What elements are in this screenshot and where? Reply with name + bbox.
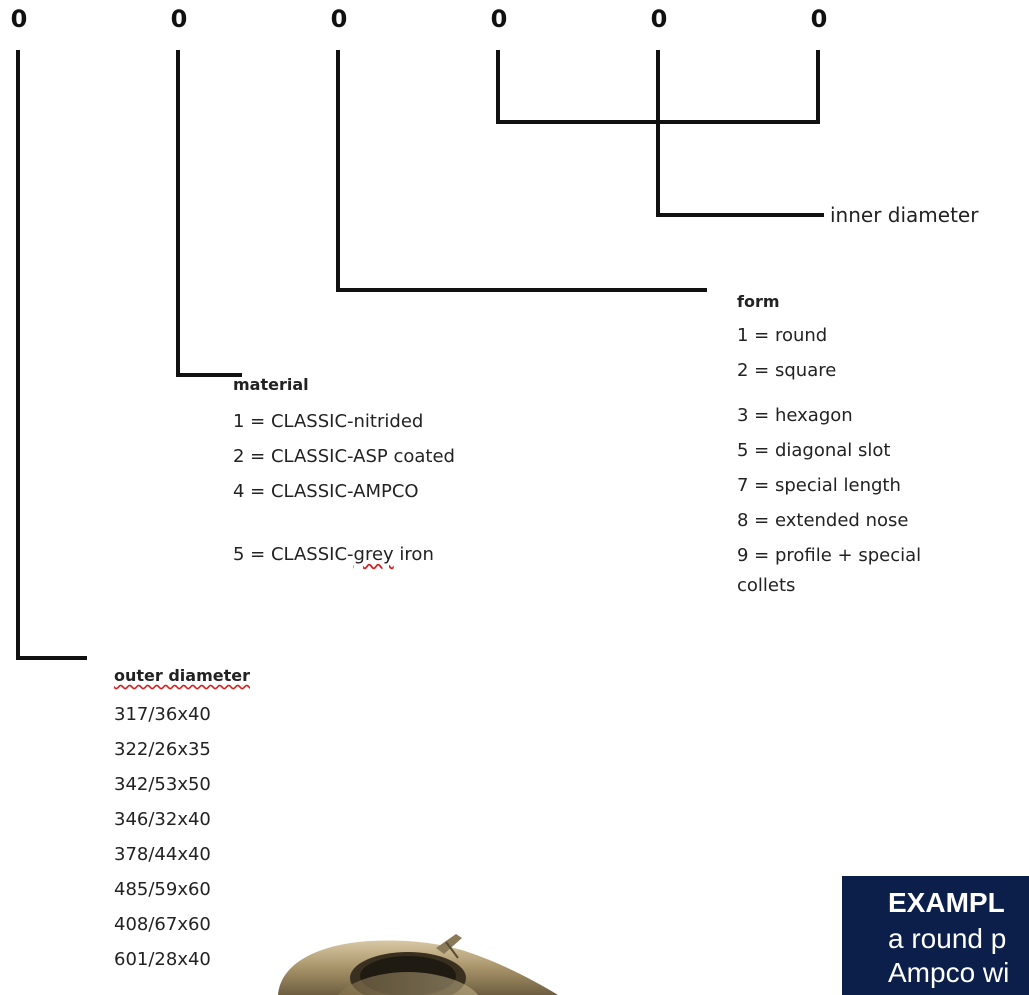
- material-option-prefix: 5 = CLASSIC-: [233, 544, 354, 565]
- form-option: 9 = profile + special: [737, 545, 922, 566]
- connector-inner-diameter: [656, 50, 824, 217]
- outer-diameter-option: 322/26x35: [114, 739, 211, 760]
- form-option: 7 = special length: [737, 475, 901, 496]
- inner-diameter-label: inner diameter: [830, 203, 979, 227]
- material-option-misspelled-word: grey: [353, 544, 394, 565]
- code-digit-3: 0: [330, 5, 348, 33]
- form-label: form: [737, 292, 780, 311]
- connector-outer-diameter: [16, 50, 87, 660]
- outer-diameter-option: 317/36x40: [114, 704, 211, 725]
- outer-diameter-option: 342/53x50: [114, 774, 211, 795]
- outer-diameter-option: 378/44x40: [114, 844, 211, 865]
- material-options: 1 = CLASSIC-nitrided 2 = CLASSIC-ASP coa…: [233, 404, 455, 572]
- code-digit-1: 0: [10, 5, 28, 33]
- code-digit-6: 0: [810, 5, 828, 33]
- material-option-suffix: iron: [393, 544, 434, 565]
- code-digit-4: 0: [490, 5, 508, 33]
- outer-diameter-options: 317/36x40 322/26x35 342/53x50 346/32x40 …: [114, 697, 211, 977]
- form-option: collets: [737, 575, 796, 596]
- outer-diameter-label: outer diameter: [114, 666, 250, 685]
- material-option: 1 = CLASSIC-nitrided: [233, 411, 424, 432]
- code-digit-5: 0: [650, 5, 668, 33]
- example-text-line-1: a round p: [888, 923, 1007, 954]
- code-digit-2: 0: [170, 5, 188, 33]
- material-option: 5 = CLASSIC-grey iron: [233, 537, 455, 572]
- outer-diameter-option: 601/28x40: [114, 949, 211, 970]
- example-title: EXAMPL: [888, 887, 1005, 918]
- example-text-line-2: Ampco wi: [888, 957, 1010, 988]
- form-option: 8 = extended nose: [737, 510, 909, 531]
- collet-product-image: [268, 928, 568, 995]
- outer-diameter-option: 346/32x40: [114, 809, 211, 830]
- outer-diameter-option: 485/59x60: [114, 879, 211, 900]
- form-option: 5 = diagonal slot: [737, 440, 891, 461]
- outer-diameter-option: 408/67x60: [114, 914, 211, 935]
- material-label: material: [233, 375, 309, 394]
- connector-material: [176, 50, 242, 377]
- material-option: 4 = CLASSIC-AMPCO: [233, 481, 419, 502]
- material-option: 2 = CLASSIC-ASP coated: [233, 446, 455, 467]
- form-option: 3 = hexagon: [737, 405, 853, 426]
- example-box: EXAMPL a round p Ampco wi: [842, 876, 1029, 995]
- connector-form: [336, 50, 707, 292]
- form-options: 1 = round 2 = square 3 = hexagon 5 = dia…: [737, 318, 921, 599]
- form-option: 2 = square: [737, 360, 837, 381]
- form-option: 1 = round: [737, 325, 828, 346]
